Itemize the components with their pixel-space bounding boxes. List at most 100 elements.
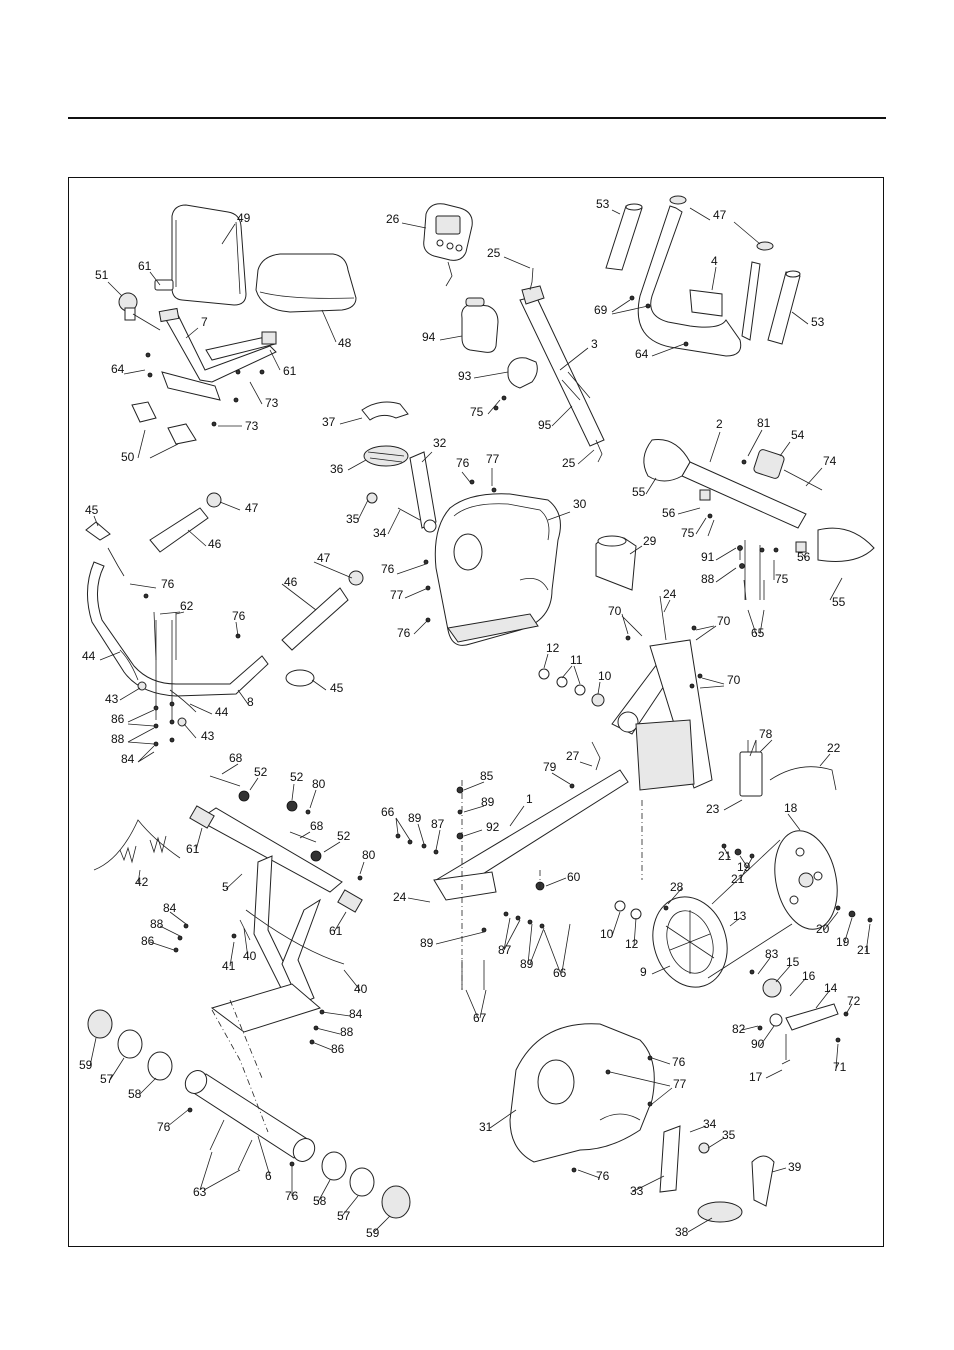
part-label: 27 [566, 749, 580, 763]
pedal-strap-top [361, 401, 409, 421]
part-label: 63 [193, 1185, 207, 1199]
part-label: 55 [832, 595, 846, 609]
part-label: 69 [594, 303, 608, 317]
part-label: 95 [538, 418, 552, 432]
part-label: 70 [608, 604, 622, 618]
shroud-left [434, 493, 561, 646]
part-label: 57 [337, 1209, 351, 1223]
part-label: 12 [625, 937, 639, 951]
part-label: 53 [811, 315, 825, 329]
seat-cable [239, 909, 345, 965]
part-label: 16 [802, 969, 816, 983]
pedal-top [363, 445, 409, 467]
part-label: 57 [100, 1072, 114, 1086]
part-label: 20 [816, 922, 830, 936]
handlebar-grips [149, 492, 364, 687]
part-label: 7 [201, 315, 208, 329]
part-label: 78 [759, 727, 773, 741]
part-label: 88 [111, 732, 125, 746]
part-label: 19 [836, 935, 850, 949]
tube-cap [595, 535, 637, 591]
part-label: 85 [480, 769, 494, 783]
part-label: 52 [337, 829, 351, 843]
part-label: 88 [340, 1025, 354, 1039]
part-label: 45 [85, 503, 99, 517]
part-label: 84 [121, 752, 135, 766]
part-label: 44 [215, 705, 229, 719]
part-label: 87 [431, 817, 445, 831]
part-label: 59 [366, 1226, 380, 1240]
part-label: 18 [784, 801, 798, 815]
part-label: 66 [553, 966, 567, 980]
part-label: 38 [675, 1225, 689, 1239]
crank-top [366, 451, 437, 533]
part-label: 76 [285, 1189, 299, 1203]
part-label: 59 [79, 1058, 93, 1072]
handlebar-post [519, 267, 605, 463]
part-label: 1 [526, 792, 533, 806]
part-label: 88 [150, 917, 164, 931]
part-label: 73 [245, 419, 259, 433]
part-label: 5 [222, 880, 229, 894]
lower-handlebar [85, 521, 269, 697]
part-label: 72 [847, 994, 861, 1008]
part-label: 86 [111, 712, 125, 726]
part-label: 4 [711, 254, 718, 268]
part-label: 33 [630, 1184, 644, 1198]
part-label: 58 [128, 1087, 142, 1101]
part-label: 3 [591, 337, 598, 351]
part-label: 48 [338, 336, 352, 350]
part-label: 67 [473, 1011, 487, 1025]
part-label: 34 [373, 526, 387, 540]
assembly-lines [211, 780, 643, 1133]
pulley [652, 896, 728, 988]
part-label: 77 [486, 452, 500, 466]
part-label: 50 [121, 450, 135, 464]
part-label: 61 [283, 364, 297, 378]
part-label: 47 [713, 208, 727, 222]
part-label: 22 [827, 741, 841, 755]
part-label: 25 [562, 456, 576, 470]
part-label: 25 [487, 246, 501, 260]
diagram-frame [68, 177, 884, 1247]
part-label: 66 [381, 805, 395, 819]
part-label: 54 [791, 428, 805, 442]
part-label: 19 [737, 860, 751, 874]
part-label: 90 [751, 1037, 765, 1051]
tension-knob [739, 740, 837, 797]
part-label: 56 [797, 550, 811, 564]
console [423, 203, 473, 287]
shroud-right [509, 1023, 655, 1163]
part-label: 91 [701, 550, 715, 564]
part-label: 12 [546, 641, 560, 655]
part-label: 93 [458, 369, 472, 383]
part-label: 35 [722, 1128, 736, 1142]
part-label: 94 [422, 330, 436, 344]
part-label: 76 [381, 562, 395, 576]
part-label: 39 [788, 1160, 802, 1174]
part-label: 15 [786, 955, 800, 969]
part-label: 40 [354, 982, 368, 996]
part-label: 68 [310, 819, 324, 833]
part-label: 47 [245, 501, 259, 515]
tension-cable [93, 819, 181, 871]
part-label: 73 [265, 396, 279, 410]
part-label: 8 [247, 695, 254, 709]
part-label: 75 [681, 526, 695, 540]
seat-back [171, 204, 247, 306]
drive-belt [707, 839, 793, 979]
grip-left [605, 203, 643, 271]
part-label: 21 [731, 872, 745, 886]
part-label: 58 [313, 1194, 327, 1208]
part-number-labels: 4961517486164737350262594933759525534746… [79, 197, 871, 1240]
part-label: 76 [596, 1169, 610, 1183]
header-rule [68, 117, 886, 119]
part-label: 9 [640, 965, 647, 979]
part-label: 24 [663, 587, 677, 601]
grip-right [767, 270, 801, 345]
part-label: 84 [349, 1007, 363, 1021]
seat-slides [131, 401, 197, 445]
part-label: 87 [498, 943, 512, 957]
part-label: 80 [362, 848, 376, 862]
